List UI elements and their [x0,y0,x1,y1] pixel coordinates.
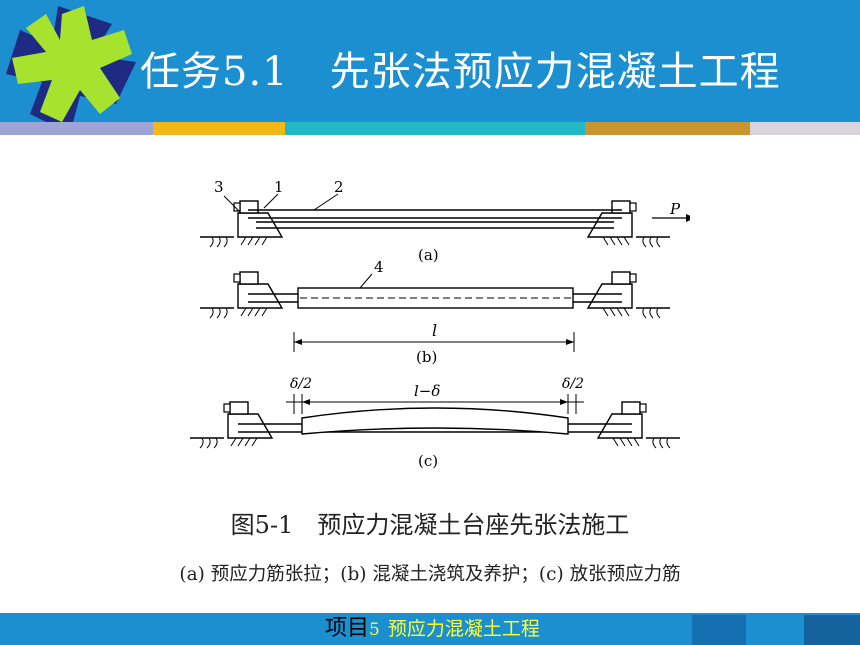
label-P: P [669,200,681,218]
label-c: (c) [418,452,438,470]
stripe-segment [585,122,750,135]
footer-nav-box [692,615,746,645]
footer-subtitle: 预应力混凝土工程 [387,618,540,640]
footer-project-label: 项目5 预应力混凝土工程 [325,618,540,640]
label-1: 1 [274,178,284,196]
figure-caption: 图5-1 预应力混凝土台座先张法施工 [230,511,630,539]
footer-prefix: 项目 [325,616,370,641]
label-l: l [432,321,437,340]
label-3: 3 [214,178,224,196]
stripe-segment [153,122,285,135]
label-l-minus-delta: l−δ [414,382,440,400]
footer-nav-box [749,615,801,645]
stripe-segment [285,122,585,135]
label-delta-right: δ/2 [562,376,584,392]
stage-c-diagram [190,394,681,449]
label-a: (a) [418,246,439,264]
label-delta-left: δ/2 [290,376,312,392]
footer-nav-box [804,615,860,645]
footer-project-number: 5 [369,620,380,640]
label-b: (b) [416,348,437,366]
figure-subcaption: (a) 预应力筋张拉；(b) 混凝土浇筑及养护；(c) 放张预应力筋 [179,564,681,585]
footer-divider [0,613,860,615]
label-4: 4 [374,258,384,276]
label-2: 2 [334,178,344,196]
stripe-segment [750,122,860,135]
stage-a-diagram [199,193,690,248]
star-logo-icon [6,6,136,134]
pretension-diagram: 3 1 2 P (a) 4 l (b) δ/2 l−δ δ/2 (c) [190,178,690,470]
slide-title: 任务5.1 先张法预应力混凝土工程 [140,49,781,95]
stripe-segment [0,122,153,135]
stage-b-diagram [199,271,671,352]
title-bar [0,0,860,122]
